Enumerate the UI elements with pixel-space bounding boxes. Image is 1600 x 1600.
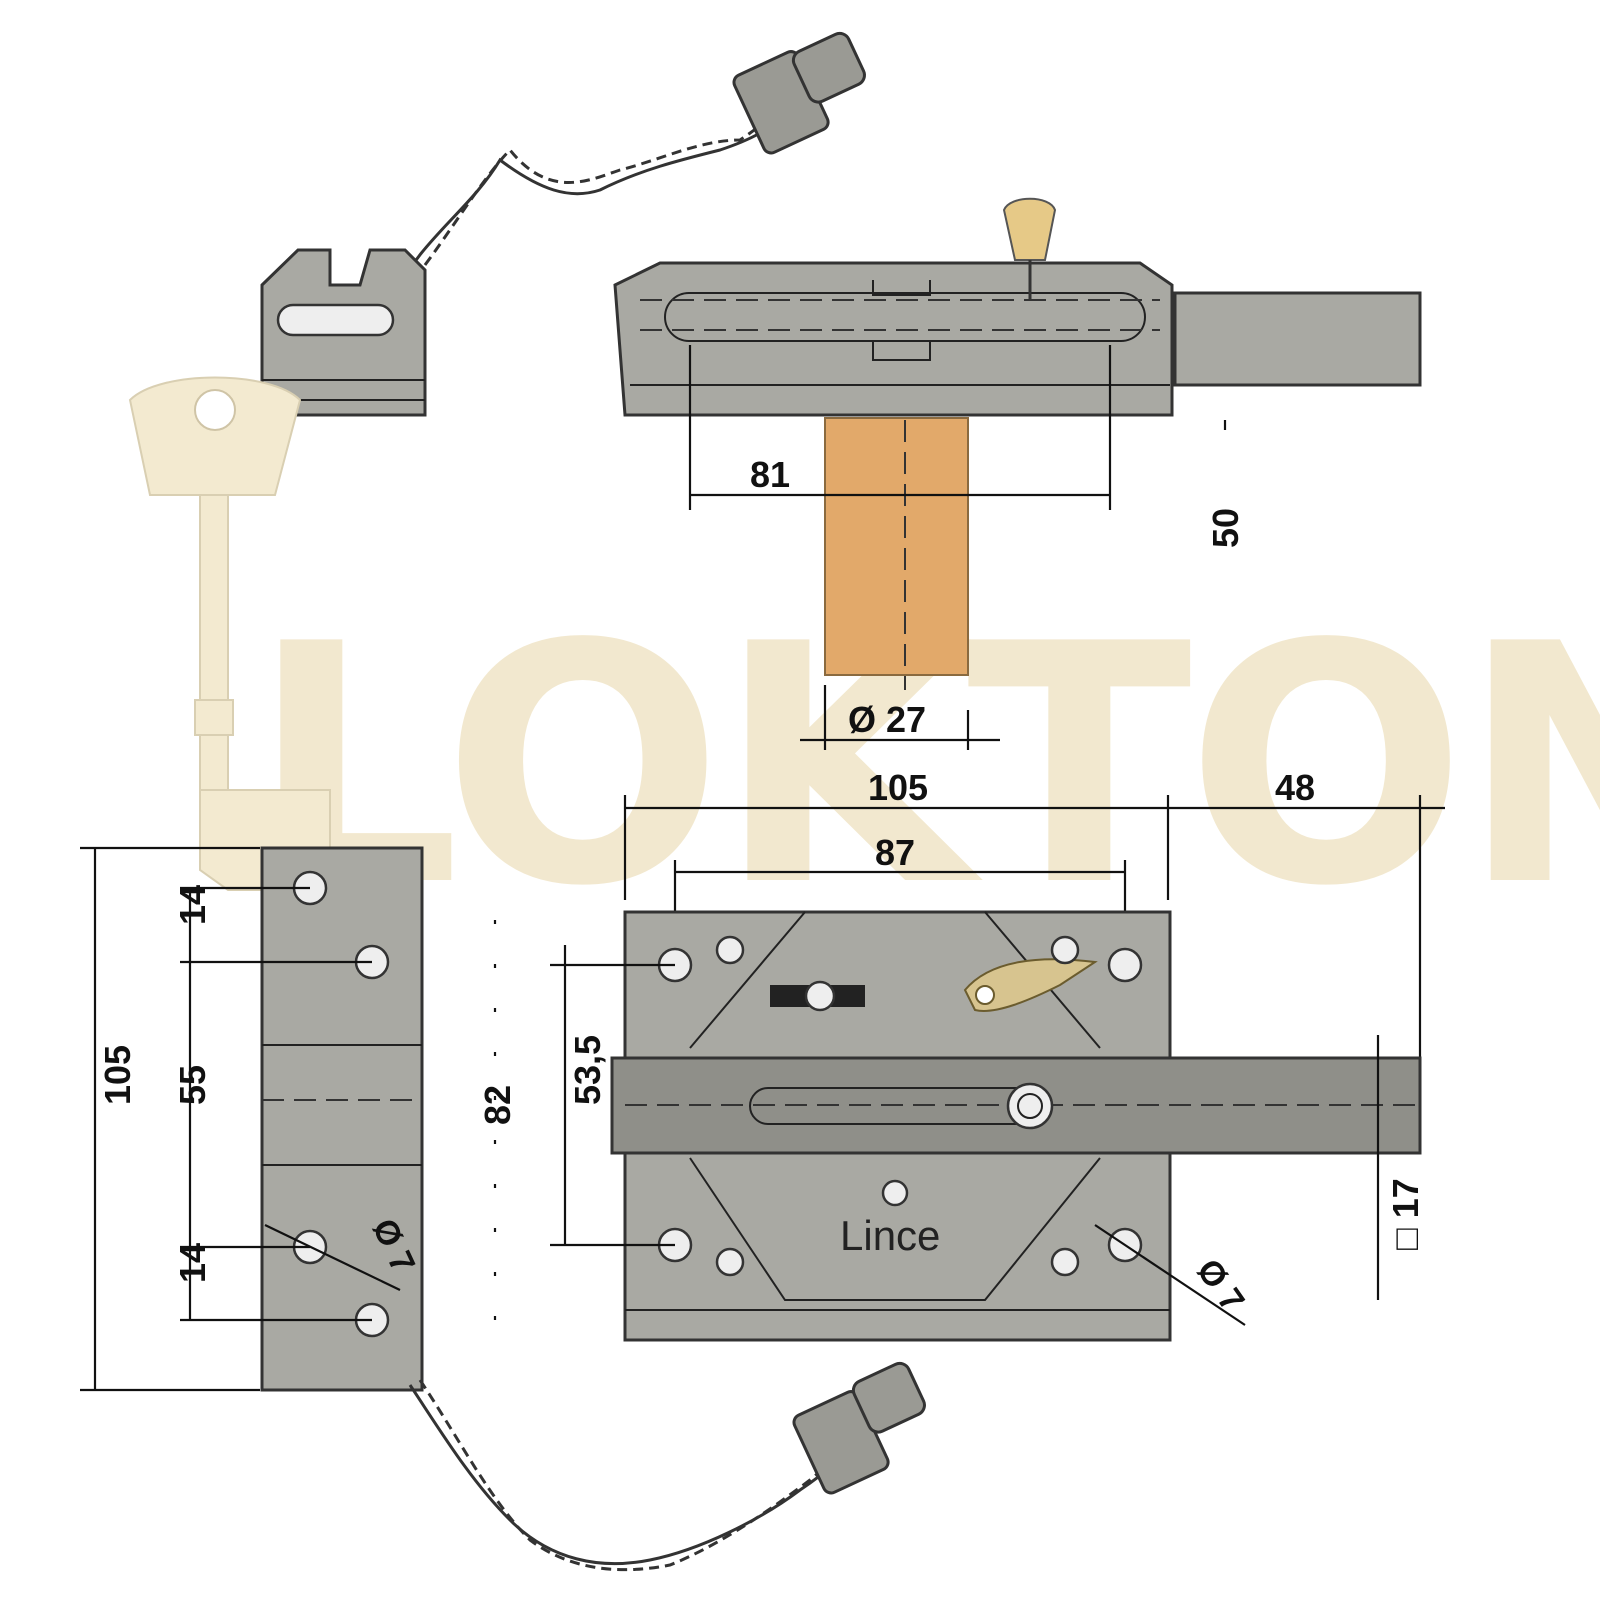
dimension-screw-right-label: Ø 7: [1189, 1252, 1252, 1319]
keeper-front-view: [260, 846, 424, 1392]
keeper-hole-top-label: 14: [172, 885, 213, 925]
keeper-inner-label: 82: [477, 1085, 518, 1125]
lock-front-view: Lince: [610, 910, 1422, 1342]
keeper-hole-bottom-label: 14: [172, 1243, 213, 1283]
top-chain: [393, 31, 866, 296]
dimension-105-48: 105 48: [623, 767, 1445, 1060]
keeper-height-label: 105: [97, 1045, 138, 1105]
keeper-mid-label: 55: [172, 1065, 213, 1105]
dimension-diameter-27-label: Ø 27: [848, 699, 926, 740]
keeper-top-view: [260, 248, 427, 417]
dimension-bolt-square: □ 17: [1376, 1035, 1426, 1300]
brand-label: Lince: [840, 1212, 940, 1259]
dimension-50: 50: [1205, 420, 1246, 548]
dimension-48-label: 48: [1275, 767, 1315, 808]
dimension-diameter-27: Ø 27: [800, 685, 1000, 750]
dimension-bolt-square-label: □ 17: [1385, 1178, 1426, 1250]
dimension-81: 81: [688, 345, 1112, 510]
dimension-53-5: 53,5: [550, 945, 675, 1247]
dimension-81-label: 81: [750, 454, 790, 495]
dimension-50-label: 50: [1205, 508, 1246, 548]
dimension-105-label: 105: [868, 767, 928, 808]
bottom-chain: [408, 1361, 926, 1572]
cylinder: [824, 417, 969, 690]
dimension-53-5-label: 53,5: [567, 1035, 608, 1105]
screw-hole-top-right: [1107, 947, 1143, 983]
lock-top-view: [613, 197, 1422, 417]
dimension-87-label: 87: [875, 832, 915, 873]
keeper-dimensions: 105 14 55 14 82 Ø 7: [80, 846, 518, 1392]
